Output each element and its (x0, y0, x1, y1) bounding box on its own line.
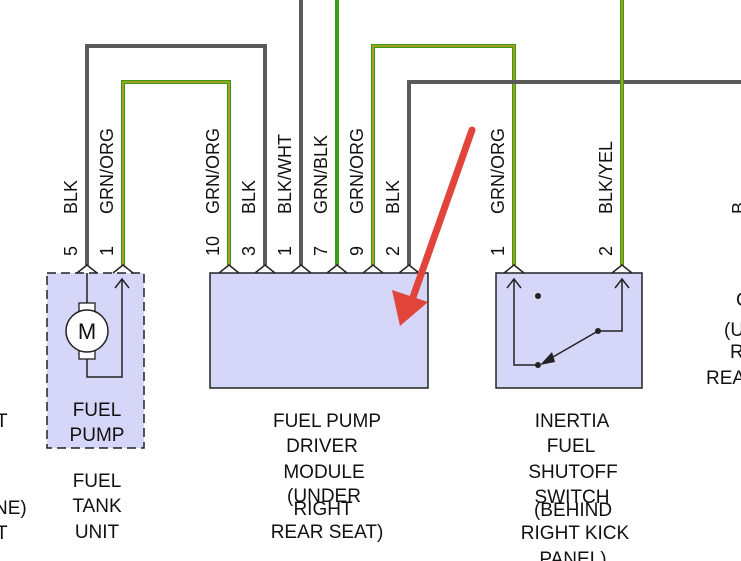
module-caption-1: FUEL PUMP (273, 411, 381, 432)
pin-chevron-module-10 (218, 264, 240, 274)
pin-number-module-9: 9 (347, 246, 367, 256)
wire-grn-org-pump-to-module-stripe (122, 81, 230, 265)
switch-internal-arrow-left (506, 277, 522, 289)
pin-chevron-module-9 (362, 264, 384, 274)
pin-chevron-pump-5 (76, 264, 98, 274)
annotation-arrow (392, 126, 476, 326)
switch-caption-1: INERTIA (535, 411, 610, 432)
fuel-pump-inner-label-1: FUEL (73, 400, 122, 421)
module-caption-3: MODULE (283, 462, 364, 483)
module-caption-5: RIGHT (293, 499, 353, 520)
pin-chevron-pump-1 (112, 264, 134, 274)
switch-internal-wire-left (513, 279, 538, 366)
switch-caption-4: SWITCH (535, 487, 610, 508)
fuel-pump-caption-2: TANK (72, 496, 122, 517)
pin-chevron-switch-2 (611, 264, 633, 274)
pin-number-module-7: 7 (311, 246, 331, 256)
switch-caption-6: RIGHT KICK (521, 523, 630, 544)
fuel-pump-box (46, 272, 145, 449)
left-cutoff-text-1: T (0, 411, 8, 432)
wire-label-pump-pin1: GRN/ORG (97, 128, 117, 214)
switch-caption-5: (BEHIND (534, 500, 612, 521)
right-cutoff-text-4: R (730, 342, 741, 363)
wire-label-switch-pin1: GRN/ORG (488, 128, 508, 214)
right-cutoff-text-3: (U (724, 320, 741, 341)
right-cutoff-text-2: C (736, 290, 741, 311)
wire-label-module-pin9: GRN/ORG (347, 128, 367, 214)
switch-contact-arrowhead (540, 352, 555, 365)
right-cutoff-text-5: REA (706, 368, 741, 389)
motor-symbol: M (78, 319, 96, 344)
switch-caption-2: FUEL (547, 436, 596, 457)
fuel-pump-inner-label-2: PUMP (70, 425, 125, 446)
wire-label-module-pin1: BLK/WHT (275, 134, 295, 214)
pin-chevron-module-7 (326, 264, 348, 274)
wire-label-module-pin7: GRN/BLK (311, 135, 331, 214)
module-caption-6: REAR SEAT) (271, 522, 384, 543)
module-caption-4: (UNDER (287, 486, 361, 507)
left-cutoff-text-2: NE) (0, 498, 27, 519)
switch-internal-wire-right (598, 279, 623, 332)
left-cutoff-text-3: T (0, 523, 8, 544)
switch-terminal-dot-top (535, 293, 541, 299)
fuel-pump-caption-3: UNIT (75, 522, 120, 543)
wire-blk-module-to-right (407, 80, 741, 265)
motor-icon (65, 309, 109, 353)
pump-internal-arrow (114, 277, 130, 289)
wire-blk-pump-to-module (85, 44, 267, 265)
wire-label-pump-pin5: BLK (61, 180, 81, 214)
switch-internal-arrow-right (614, 277, 630, 289)
pin-number-module-3: 3 (239, 246, 259, 256)
right-cutoff-text-1: B (729, 202, 741, 214)
fuel-pump-caption-1: FUEL (73, 471, 122, 492)
pin-number-module-1: 1 (275, 246, 295, 256)
module-caption-2: DRIVER (286, 436, 358, 457)
switch-pivot-dot (595, 328, 601, 334)
switch-caption-3: SHUTOFF (528, 462, 617, 483)
wire-label-switch-pin2: BLK/YEL (596, 141, 616, 214)
switch-contact-arm (545, 330, 599, 362)
wire-label-module-pin2: BLK (383, 180, 403, 214)
pin-number-module-10: 10 (203, 236, 223, 256)
wire-label-module-pin10: GRN/ORG (203, 128, 223, 214)
pin-chevron-switch-1 (503, 264, 525, 274)
pin-number-switch-2: 2 (596, 246, 616, 256)
pin-number-module-2: 2 (383, 246, 403, 256)
wire-grn-org-module-to-switch-stripe (372, 45, 515, 265)
pin-chevron-module-3 (254, 264, 276, 274)
pin-number-switch-1: 1 (488, 246, 508, 256)
pin-number-pump-5: 5 (61, 246, 81, 256)
wire-label-module-pin3: BLK (239, 180, 259, 214)
pin-number-pump-1: 1 (97, 246, 117, 256)
pin-chevron-module-1 (290, 264, 312, 274)
pump-internal-wire-loop (86, 279, 123, 378)
pin-chevron-module-2 (398, 264, 420, 274)
switch-terminal-dot-bottom (535, 362, 541, 368)
module-box (209, 272, 429, 389)
switch-caption-7: PANEL) (539, 549, 606, 561)
